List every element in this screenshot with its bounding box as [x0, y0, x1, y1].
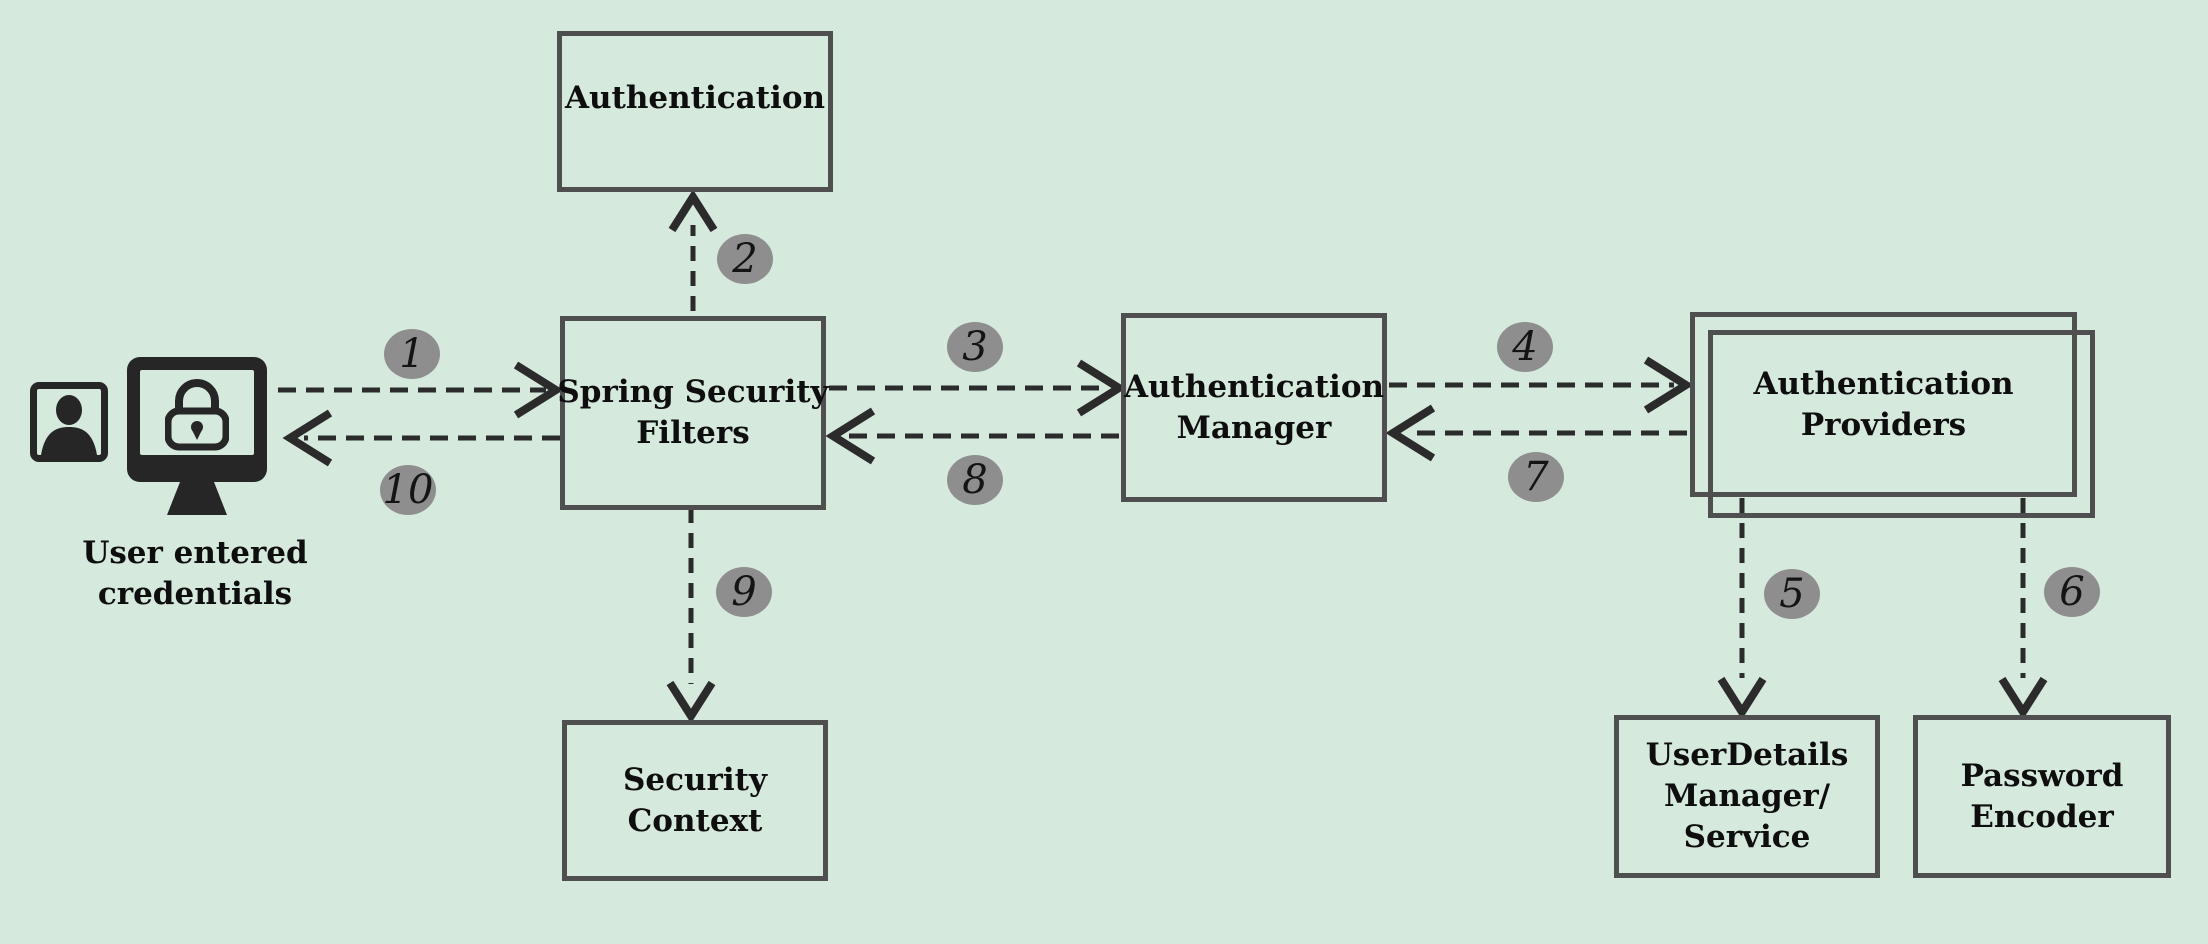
step-circle-8: 8: [947, 455, 1003, 505]
person-silhouette-icon: [41, 395, 97, 455]
arrow-step-6: [1998, 498, 2048, 720]
security-context-label-line1: Security: [623, 761, 767, 798]
userdetails-label-line2: Manager/: [1663, 778, 1831, 814]
monitor-stand: [167, 482, 227, 515]
user-credentials-caption-line1: User entered: [82, 535, 308, 571]
step-circle-4: 4: [1497, 322, 1553, 372]
password-encoder-box: Password Encoder: [1913, 715, 2171, 878]
arrow-step-2: [668, 189, 718, 311]
password-encoder-label-line1: Password: [1960, 757, 2124, 794]
authentication-label: Authentication: [564, 80, 826, 116]
step-circle-7: 7: [1508, 452, 1564, 502]
password-encoder-label-line2: Encoder: [1970, 798, 2114, 835]
security-context-box: Security Context: [562, 720, 828, 881]
security-context-label-line2: Context: [627, 802, 763, 839]
arrow-step-5: [1717, 498, 1767, 720]
authentication-providers-labels: Authentication Providers: [1690, 312, 2077, 497]
step-circle-9: 9: [716, 567, 772, 617]
spring-security-filters-label-line1: Spring Security: [557, 374, 829, 410]
spring-security-filters-box: Spring Security Filters: [557, 316, 829, 510]
monitor-lock-icon: [127, 357, 267, 482]
padlock-icon: [165, 378, 229, 450]
user-photo-icon: [30, 382, 108, 462]
arrow-step-7: [1385, 404, 1687, 462]
spring-security-filters-label-line2: Filters: [636, 415, 750, 451]
arrow-step-10: [282, 409, 560, 467]
arrow-step-9: [666, 508, 716, 724]
authentication-providers-label-line1: Authentication: [1753, 365, 2014, 402]
authentication-providers-box: [1690, 312, 2077, 497]
arrow-step-8: [825, 407, 1119, 465]
authentication-manager-label-line1: Authentication: [1123, 368, 1385, 405]
monitor-screen: [140, 370, 254, 455]
userdetails-manager-service-box: UserDetails Manager/ Service: [1614, 715, 1880, 878]
authentication-manager-label-line2: Manager: [1176, 409, 1332, 446]
userdetails-label-line3: Service: [1683, 819, 1811, 855]
step-circle-5: 5: [1764, 569, 1820, 619]
authentication-box: Authentication: [557, 31, 833, 192]
user-credentials-caption-line2: credentials: [97, 576, 293, 612]
authentication-providers-label-line2: Providers: [1800, 406, 1967, 443]
authentication-providers-box-behind: [1708, 330, 2095, 518]
step-circle-10: 10: [380, 465, 436, 515]
userdetails-label-line1: UserDetails: [1645, 737, 1849, 773]
user-credentials-caption: User entered credentials: [45, 533, 345, 615]
step-circle-2: 2: [717, 234, 773, 284]
authentication-manager-box: Authentication Manager: [1121, 313, 1387, 502]
step-circle-6: 6: [2044, 567, 2100, 617]
step-circle-3: 3: [947, 322, 1003, 372]
step-circle-1: 1: [384, 329, 440, 379]
